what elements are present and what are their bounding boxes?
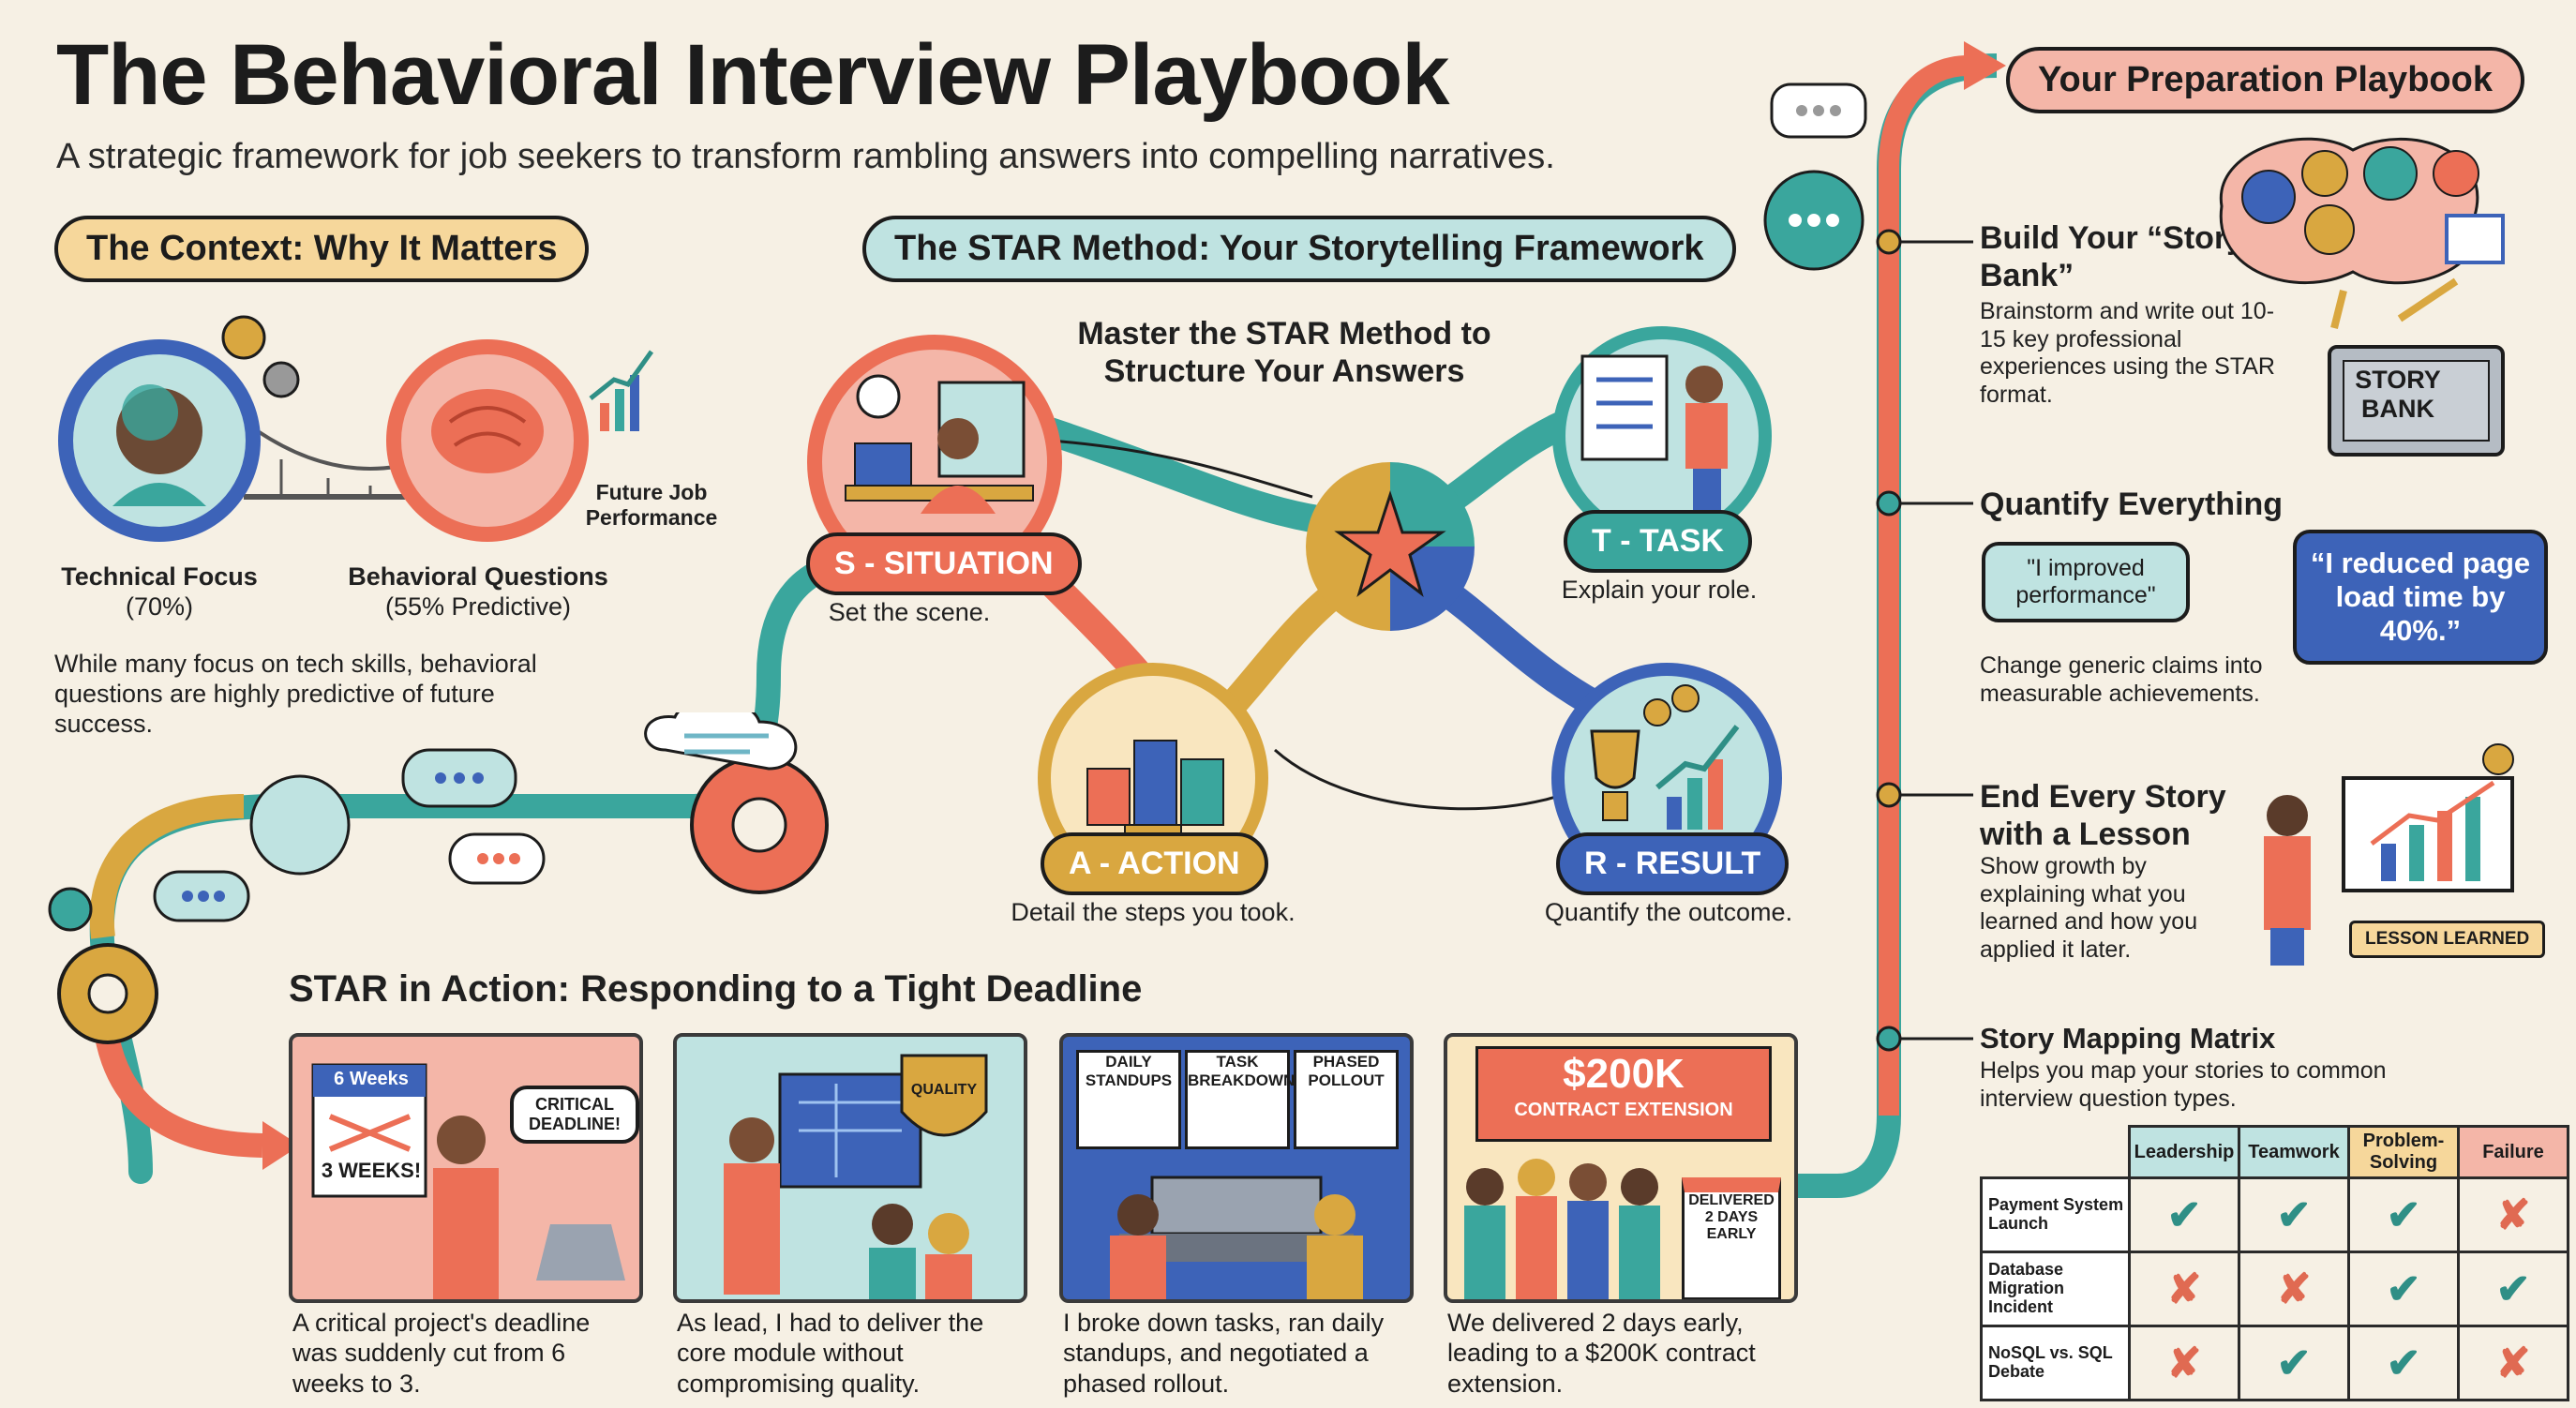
table-row: Database Migration Incident ✘ ✘ ✔ ✔ bbox=[1980, 1251, 2569, 1327]
star-heading: Master the STAR Method to Structure Your… bbox=[1077, 316, 1491, 390]
matrix-row-label: Payment System Launch bbox=[1980, 1176, 2131, 1253]
banner-amount: $200K bbox=[1563, 1051, 1685, 1097]
quantify-title: Quantify Everything bbox=[1980, 487, 2284, 522]
quantify-desc: Change generic claims into measurable ac… bbox=[1980, 652, 2263, 707]
result-card-caption: We delivered 2 days early, leading to a … bbox=[1447, 1309, 1756, 1398]
situation-label: S - SITUATION bbox=[806, 532, 1082, 595]
technical-focus-label: Technical Focus bbox=[61, 562, 258, 591]
matrix-cell: ✘ bbox=[2128, 1251, 2240, 1327]
situation-card-illustration bbox=[311, 1063, 625, 1299]
task-icon bbox=[1552, 326, 1772, 546]
story-bank-title: Build Your “Story Bank” bbox=[1980, 220, 2245, 294]
chat-bubbles-decor bbox=[1763, 82, 1867, 271]
left-decor bbox=[48, 712, 829, 1044]
future-job-label: Future Job Performance bbox=[585, 480, 718, 531]
context-pill: The Context: Why It Matters bbox=[54, 216, 590, 282]
result-desc: Quantify the outcome. bbox=[1544, 898, 1793, 926]
behavioral-questions-value: (55% Predictive) bbox=[384, 592, 572, 621]
critical-deadline-bubble: CRITICAL DEADLINE! bbox=[510, 1086, 639, 1144]
star-hub-icon bbox=[1306, 462, 1475, 631]
matrix-col-teamwork: Teamwork bbox=[2238, 1125, 2350, 1179]
story-mapping-matrix: Leadership Teamwork Problem-Solving Fail… bbox=[1980, 1125, 2569, 1401]
page-title: The Behavioral Interview Playbook bbox=[56, 27, 1449, 123]
matrix-desc: Helps you map your stories to common int… bbox=[1980, 1057, 2387, 1112]
matrix-cell: ✔ bbox=[2347, 1325, 2460, 1401]
matrix-title: Story Mapping Matrix bbox=[1980, 1022, 2276, 1055]
situation-desc: Set the scene. bbox=[828, 598, 991, 626]
story-bank-desc: Brainstorm and write out 10-15 key profe… bbox=[1980, 298, 2275, 408]
table-row: NoSQL vs. SQL Debate ✘ ✔ ✔ ✘ bbox=[1980, 1325, 2569, 1401]
lesson-board-icon bbox=[2264, 743, 2514, 966]
situation-icon bbox=[807, 335, 1062, 590]
result-label: R - RESULT bbox=[1556, 832, 1790, 895]
delivered-calendar: DELIVERED 2 DAYS EARLY bbox=[1682, 1177, 1781, 1299]
matrix-cell: ✔ bbox=[2238, 1325, 2350, 1401]
quality-shield: QUALITY bbox=[910, 1082, 978, 1098]
matrix-row-label: Database Migration Incident bbox=[1980, 1251, 2131, 1327]
in-action-heading: STAR in Action: Responding to a Tight De… bbox=[289, 968, 1143, 1010]
lesson-title: End Every Story with a Lesson bbox=[1980, 779, 2226, 853]
technical-focus-value: (70%) bbox=[125, 592, 194, 621]
behavioral-questions-label: Behavioral Questions bbox=[348, 562, 608, 591]
situation-card-caption: A critical project's deadline was sudden… bbox=[292, 1309, 591, 1398]
action-card-illustration bbox=[1110, 1176, 1363, 1299]
task-label: T - TASK bbox=[1564, 510, 1753, 573]
matrix-corner bbox=[1982, 1127, 2130, 1178]
action-label: A - ACTION bbox=[1041, 832, 1268, 895]
situation-card: 6 Weeks 3 WEEKS! CRITICAL DEADLINE! bbox=[289, 1033, 643, 1303]
matrix-col-failure: Failure bbox=[2457, 1125, 2569, 1179]
matrix-cell: ✘ bbox=[2128, 1325, 2240, 1401]
matrix-cell: ✔ bbox=[2238, 1176, 2350, 1253]
lesson-learned-badge: LESSON LEARNED bbox=[2349, 921, 2546, 958]
matrix-col-problem-solving: Problem-Solving bbox=[2347, 1125, 2460, 1179]
matrix-cell: ✘ bbox=[2457, 1176, 2569, 1253]
context-note: While many focus on tech skills, behavio… bbox=[54, 650, 537, 738]
calendar-bottom: 3 WEEKS! bbox=[321, 1159, 422, 1182]
task-card-caption: As lead, I had to deliver the core modul… bbox=[677, 1309, 984, 1398]
context-illustration bbox=[58, 315, 654, 542]
prep-pill: Your Preparation Playbook bbox=[2006, 47, 2524, 113]
matrix-cell: ✔ bbox=[2457, 1251, 2569, 1327]
matrix-cell: ✘ bbox=[2457, 1325, 2569, 1401]
action-desc: Detail the steps you took. bbox=[1011, 898, 1295, 926]
matrix-cell: ✔ bbox=[2347, 1176, 2460, 1253]
calendar-top: 6 Weeks bbox=[334, 1069, 409, 1089]
matrix-cell: ✔ bbox=[2347, 1251, 2460, 1327]
generic-claim-bubble: "I improved performance" bbox=[1982, 542, 2190, 622]
matrix-cell: ✔ bbox=[2128, 1176, 2240, 1253]
contract-banner: $200K CONTRACT EXTENSION bbox=[1475, 1046, 1772, 1142]
story-bank-safe-label: STORY BANK bbox=[2355, 366, 2441, 423]
brain-ideas-icon bbox=[2219, 137, 2505, 457]
matrix-cell: ✘ bbox=[2238, 1251, 2350, 1327]
action-card: DAILY STANDUPS TASK BREAKDOWN PHASED POL… bbox=[1059, 1033, 1414, 1303]
matrix-col-leadership: Leadership bbox=[2128, 1125, 2240, 1179]
task-card: QUALITY bbox=[673, 1033, 1027, 1303]
result-card: $200K CONTRACT EXTENSION DELIVERED 2 DAY… bbox=[1444, 1033, 1798, 1303]
task-card-illustration bbox=[724, 1054, 988, 1299]
page-subtitle: A strategic framework for job seekers to… bbox=[56, 137, 1555, 176]
action-card-caption: I broke down tasks, ran daily standups, … bbox=[1063, 1309, 1385, 1398]
phased-rollout-panel: PHASED POLLOUT bbox=[1294, 1050, 1399, 1149]
star-pill: The STAR Method: Your Storytelling Frame… bbox=[862, 216, 1736, 282]
table-row: Payment System Launch ✔ ✔ ✔ ✘ bbox=[1980, 1176, 2569, 1253]
result-card-illustration bbox=[1464, 1159, 1660, 1299]
daily-standups-panel: DAILY STANDUPS bbox=[1076, 1050, 1181, 1149]
matrix-row-label: NoSQL vs. SQL Debate bbox=[1980, 1325, 2131, 1401]
task-desc: Explain your role. bbox=[1561, 576, 1758, 604]
specific-claim-bubble: “I reduced page load time by 40%.” bbox=[2293, 530, 2548, 665]
task-breakdown-panel: TASK BREAKDOWN bbox=[1185, 1050, 1295, 1149]
lesson-desc: Show growth by explaining what you learn… bbox=[1980, 853, 2198, 963]
banner-text: CONTRACT EXTENSION bbox=[1514, 1100, 1733, 1120]
